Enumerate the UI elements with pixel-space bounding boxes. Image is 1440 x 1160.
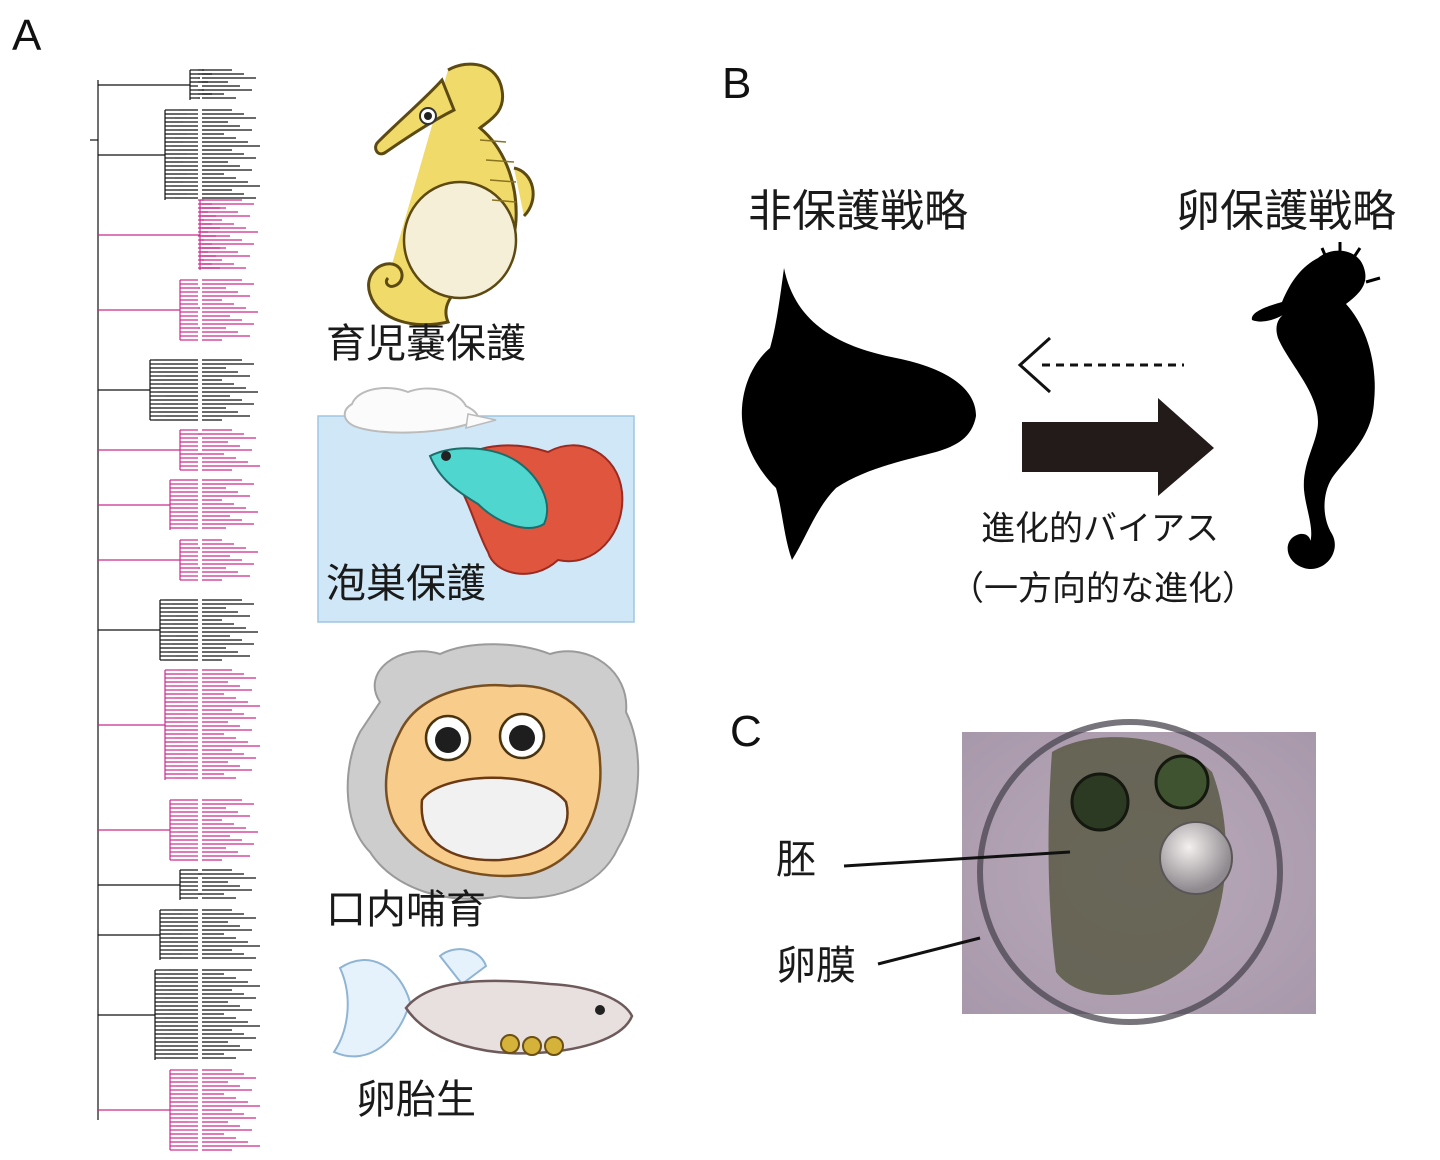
- embryo-pointer-line: [843, 850, 1071, 868]
- label-egg-membrane: 卵膜: [776, 943, 856, 989]
- fish-egg-micrograph: [962, 719, 1316, 1025]
- label-unidirectional-evolution: （一方向的な進化）: [950, 569, 1256, 609]
- panel-b-letter: B: [722, 59, 752, 108]
- panel-a-letter: A: [12, 11, 42, 60]
- mouthbrooding-fish-illustration: [346, 643, 640, 900]
- betta-bubble-nest-illustration: [317, 387, 635, 623]
- label-mouthbrooding: 口内哺育: [326, 887, 486, 933]
- label-non-guarding-strategy: 非保護戦略: [748, 186, 968, 237]
- livebearer-fish-illustration: [332, 948, 634, 1058]
- label-bubble-nest: 泡巣保護: [326, 561, 486, 607]
- reverse-evolution-dashed-arrow: [1017, 336, 1184, 394]
- label-embryo: 胚: [776, 837, 816, 883]
- sunfish-silhouette-icon: [741, 268, 976, 560]
- label-brood-pouch: 育児嚢保護: [326, 321, 526, 367]
- label-egg-guarding-strategy: 卵保護戦略: [1176, 186, 1396, 237]
- label-evolutionary-bias: 進化的バイアス: [981, 509, 1219, 549]
- panel-c-letter: C: [730, 707, 762, 756]
- seahorse-illustration: [367, 62, 535, 327]
- evolutionary-bias-arrow: [1022, 398, 1214, 496]
- membrane-pointer-line: [877, 936, 981, 966]
- phylogenetic-tree: [90, 69, 260, 1151]
- seahorse-silhouette-icon: [1251, 242, 1381, 570]
- label-ovoviviparity: 卵胎生: [356, 1077, 476, 1123]
